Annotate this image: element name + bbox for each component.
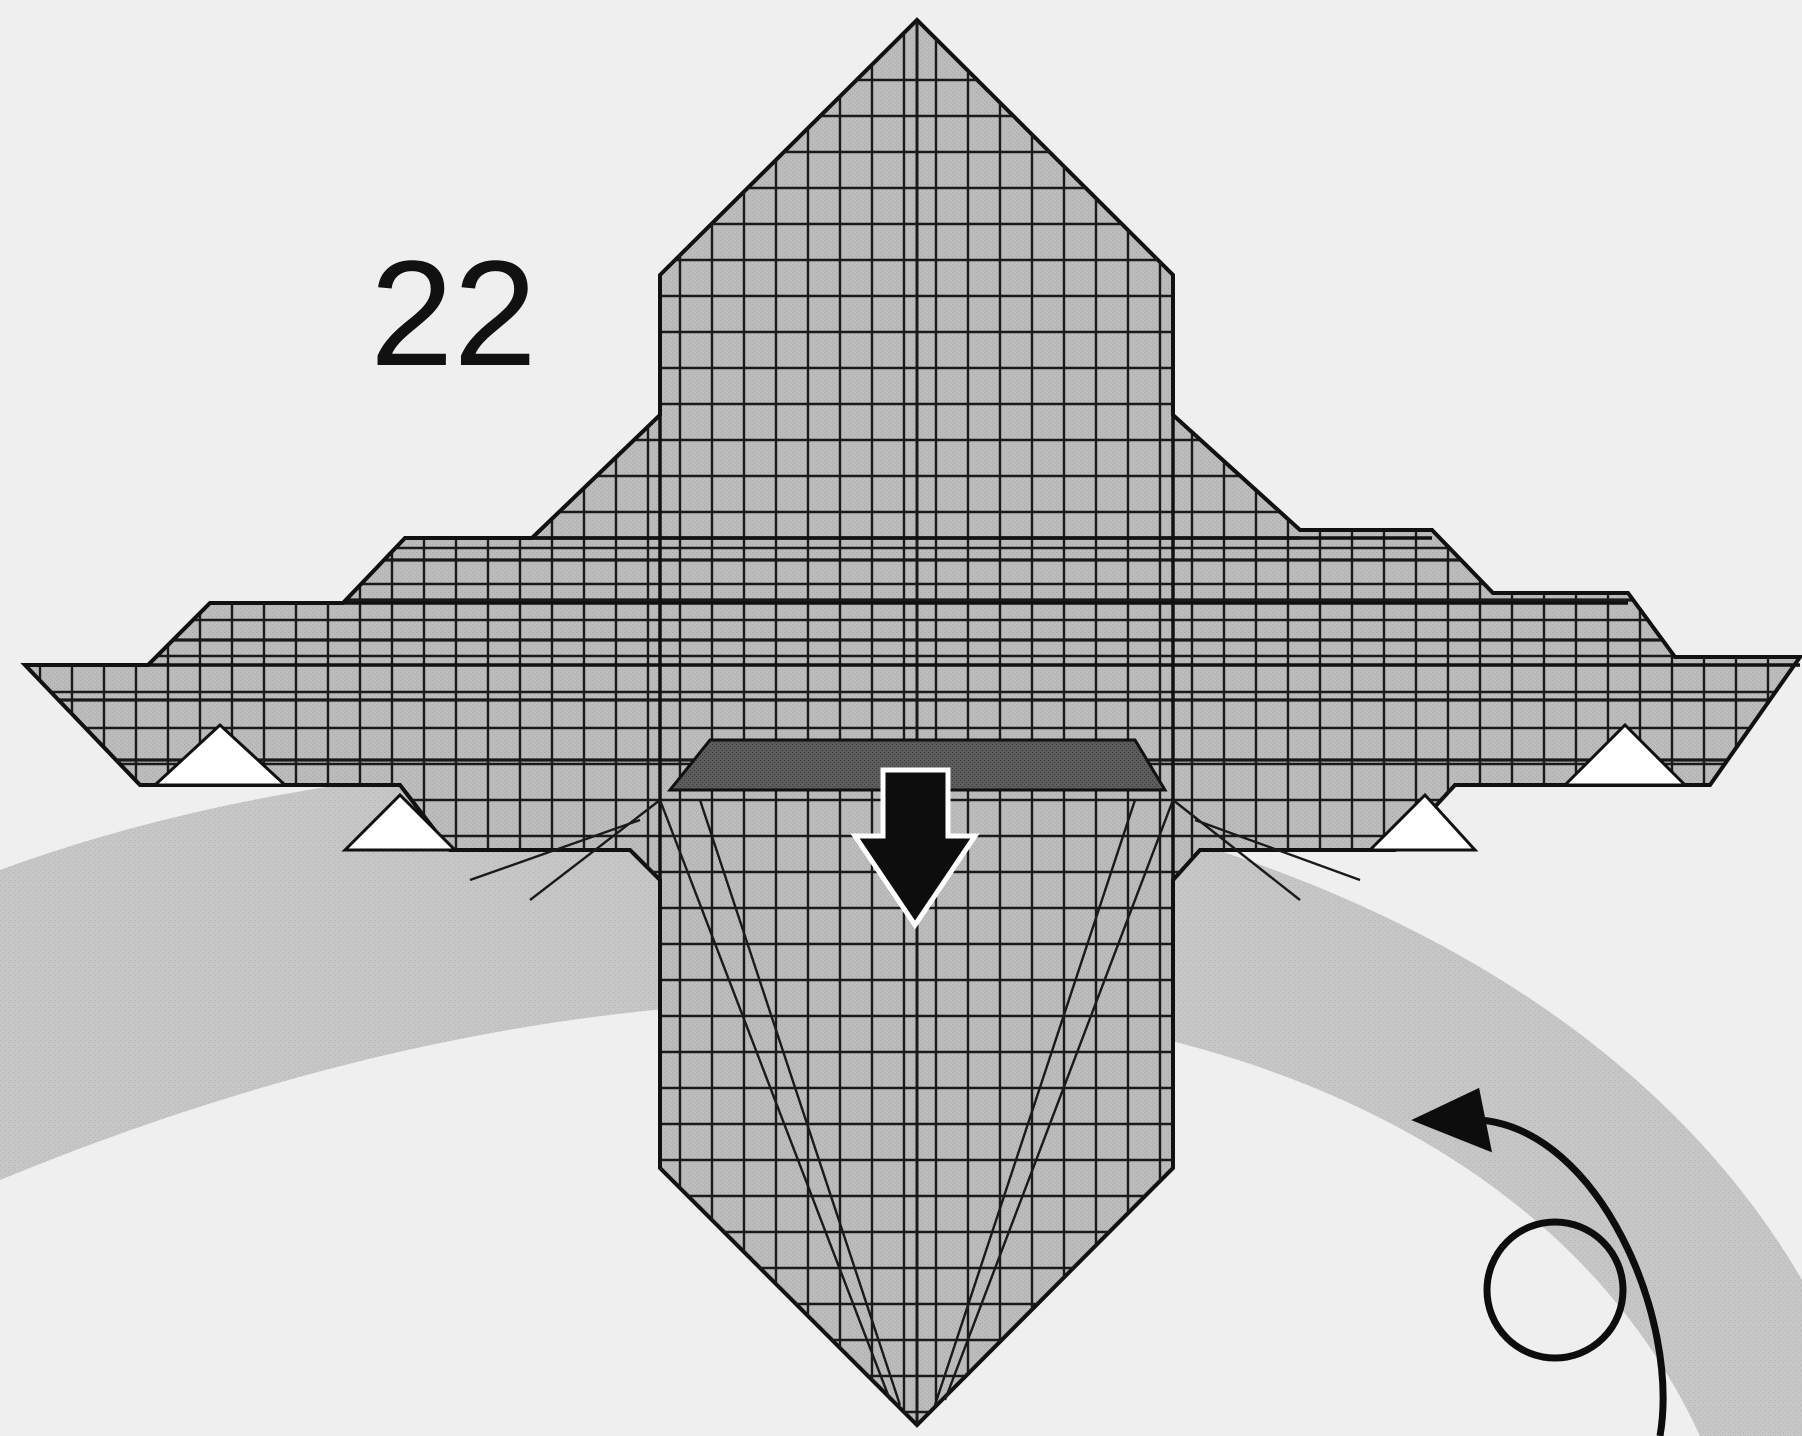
step-number: 22	[370, 229, 537, 397]
